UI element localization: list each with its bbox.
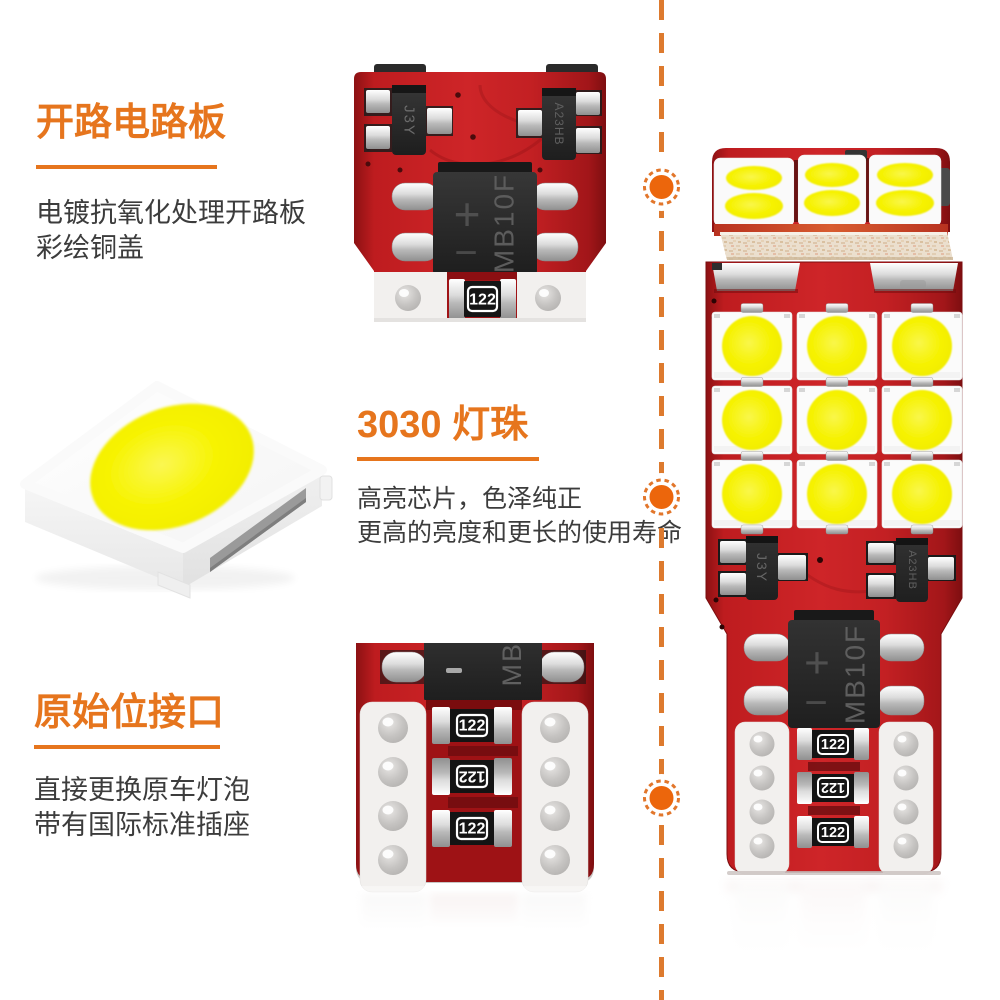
resistor-marking: 122 bbox=[821, 825, 845, 841]
bulb-top-leds bbox=[712, 148, 950, 236]
pcb-bottom-closeup-image: MB10F 122 bbox=[348, 640, 618, 940]
transistor-marking: A23HB bbox=[552, 102, 566, 145]
transistor-left: J3Y bbox=[364, 85, 453, 155]
title-underline bbox=[357, 457, 539, 461]
feature-desc: 直接更换原车灯泡 带有国际标准插座 bbox=[34, 773, 250, 843]
resistor: 122 bbox=[449, 279, 516, 319]
feature-desc-line: 电镀抗氧化处理开路板 bbox=[36, 198, 306, 228]
transistor-marking: J3Y bbox=[754, 553, 770, 583]
resistor-marking: 122 bbox=[459, 821, 486, 838]
feature-desc-line: 彩绘铜盖 bbox=[36, 233, 144, 263]
pcb-top-closeup-image: J3Y A23HB + − MB10F bbox=[354, 64, 606, 322]
resistor: 122 bbox=[797, 728, 869, 760]
metal-clip-pads bbox=[712, 263, 958, 293]
dashed-separator-line bbox=[640, 0, 684, 1000]
feature-original-socket: 原始位接口 直接更换原车灯泡 带有国际标准插座 bbox=[34, 689, 250, 843]
resistor: 122 bbox=[797, 816, 869, 848]
timeline-dot-icon bbox=[640, 473, 684, 521]
resistor-marking: 122 bbox=[469, 292, 496, 309]
polarity-plus-marking: + bbox=[804, 639, 830, 688]
feature-title: 开路电路板 bbox=[36, 102, 227, 144]
feature-desc-line: 直接更换原车灯泡 bbox=[34, 775, 250, 805]
feature-title: 3030 灯珠 bbox=[357, 404, 529, 446]
transistor-marking: J3Y bbox=[401, 105, 418, 137]
led-bulb-image: J3Y A23HB + − MB10F bbox=[688, 148, 992, 980]
rectifier-marking: MB10F bbox=[840, 624, 871, 724]
transistor-right: A23HB bbox=[866, 538, 956, 602]
ceramic-strip-right bbox=[521, 701, 589, 893]
resistor: 122 bbox=[432, 810, 512, 847]
feature-desc: 高亮芯片，色泽纯正 更高的亮度和更长的使用寿命 bbox=[357, 482, 682, 550]
led-chip-image bbox=[20, 381, 333, 599]
ceramic-strip-right bbox=[878, 721, 934, 875]
rectifier-marking: MB10F bbox=[489, 173, 520, 273]
title-underline bbox=[36, 165, 217, 169]
rectifier-chip-partial: MB10F bbox=[380, 640, 586, 700]
ceramic-strip-left bbox=[359, 701, 427, 893]
feature-desc-line: 高亮芯片，色泽纯正 bbox=[357, 485, 583, 513]
feature-desc-line: 更高的亮度和更长的使用寿命 bbox=[357, 519, 683, 547]
substrate-edge-strip bbox=[720, 232, 953, 260]
resistor-marking: 122 bbox=[821, 779, 845, 795]
feature-circuit-board: 开路电路板 电镀抗氧化处理开路板 彩绘铜盖 bbox=[36, 99, 306, 266]
ceramic-strip-left bbox=[734, 721, 790, 875]
ceramic-base: 122 bbox=[374, 272, 586, 322]
rectifier-chip: + − MB10F bbox=[743, 610, 925, 728]
board-edge-rim bbox=[727, 871, 941, 875]
polarity-plus-marking: + bbox=[454, 188, 481, 240]
led-phosphor-circle bbox=[90, 403, 254, 531]
resistor: 122 bbox=[797, 772, 869, 804]
transistor-marking: A23HB bbox=[906, 550, 918, 590]
timeline-dot-icon bbox=[640, 163, 684, 211]
title-underline bbox=[34, 745, 220, 749]
feature-title: 原始位接口 bbox=[34, 692, 225, 734]
feature-desc-line: 带有国际标准插座 bbox=[34, 810, 250, 840]
resistor-marking: 122 bbox=[821, 737, 845, 753]
resistor: 122 bbox=[432, 707, 512, 744]
polarity-minus-marking: − bbox=[454, 231, 477, 275]
resistor-marking: 122 bbox=[459, 768, 486, 785]
timeline-dot-icon bbox=[640, 774, 684, 822]
polarity-minus-marking: − bbox=[804, 681, 827, 725]
resistor: 122 bbox=[432, 758, 512, 795]
led-grid bbox=[712, 303, 962, 535]
rectifier-chip: + − MB10F bbox=[391, 162, 579, 275]
rectifier-marking: MB10F bbox=[497, 640, 527, 687]
feature-desc: 电镀抗氧化处理开路板 彩绘铜盖 bbox=[36, 196, 306, 266]
resistor-marking: 122 bbox=[459, 718, 486, 735]
transistor-left: J3Y bbox=[718, 536, 808, 600]
transistor-right: A23HB bbox=[516, 88, 602, 160]
feature-led-bead: 3030 灯珠 高亮芯片，色泽纯正 更高的亮度和更长的使用寿命 bbox=[357, 401, 682, 550]
